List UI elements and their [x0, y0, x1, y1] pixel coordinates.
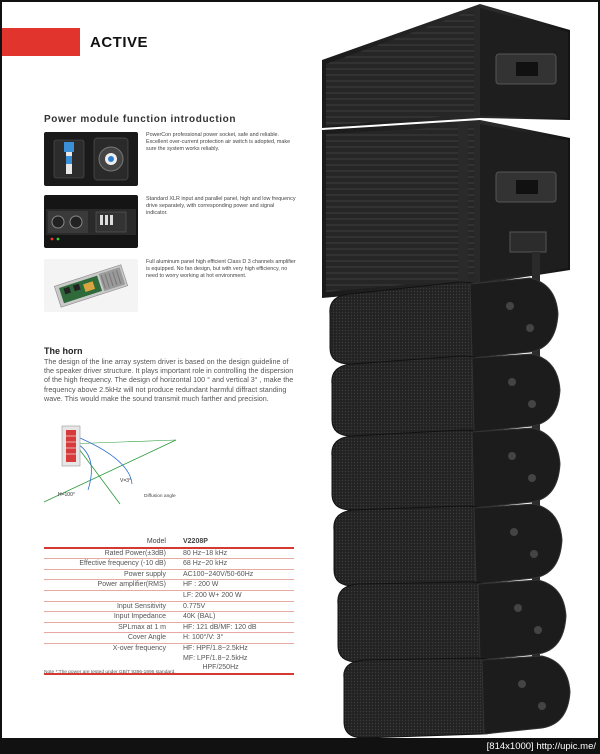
diagram-caption: Diffusion angle — [144, 494, 176, 499]
amplifier-board-photo — [44, 259, 138, 312]
watermark: [814x1000] http://upic.me/ — [482, 740, 600, 754]
xlr-panel-photo — [44, 195, 138, 248]
subwoofer-cabinet — [322, 4, 570, 128]
spec-divider — [44, 672, 294, 675]
page-title: ACTIVE — [90, 34, 149, 51]
spec-row: X-over frequency HF: HPF/1.8~2.5kHz — [44, 644, 294, 654]
spec-value: 40K (BAL) — [183, 613, 216, 621]
spec-label: Model — [146, 538, 166, 545]
horizontal-angle-label: H=100° — [58, 492, 75, 498]
spec-value: LF: 200 W+ 200 W — [183, 591, 242, 599]
line-array-module — [337, 579, 567, 663]
spec-label: SPLmax at 1 m — [118, 623, 166, 631]
spec-row: SPLmax at 1 m HF: 121 dB/MF: 120 dB — [44, 623, 294, 634]
line-array-module — [331, 353, 561, 437]
spec-value: MF: LPF/1.8~2.5kHz — [183, 654, 248, 662]
spec-value: HPF/250Hz — [183, 664, 239, 672]
spec-label: X-over frequency — [112, 644, 166, 652]
spec-value: HF: 121 dB/MF: 120 dB — [183, 623, 257, 631]
spec-label: Power supply — [123, 570, 166, 578]
spec-value: HF : 200 W — [183, 581, 219, 589]
spec-label: Power amplifier(RMS) — [97, 581, 166, 589]
spec-row: MF: LPF/1.8~2.5kHz — [44, 654, 294, 664]
spec-row: Input Sensitivity 0.775V — [44, 602, 294, 613]
spec-value: 0.775V — [183, 602, 206, 610]
spec-label: Effective frequency (-10 dB) — [79, 560, 166, 568]
feature-powercon-text: PowerCon professional power socket, safe… — [146, 132, 291, 152]
line-array-module — [329, 277, 559, 365]
horn-title: The horn — [44, 346, 83, 356]
spec-row: Rated Power(±3dB) 80 Hz~18 kHz — [44, 549, 294, 560]
feature-amplifier-text: Full aluminum panel high efficient Class… — [146, 259, 296, 279]
spec-value: 80 Hz~18 kHz — [183, 549, 228, 557]
spec-label: Input Impedance — [113, 613, 166, 621]
spec-value: HF: HPF/1.8~2.5kHz — [183, 644, 248, 652]
spec-row: LF: 200 W+ 200 W — [44, 591, 294, 602]
spec-value: H: 100°/V: 3° — [183, 634, 224, 642]
spec-row: Effective frequency (-10 dB) 68 Hz~20 kHz — [44, 559, 294, 570]
spec-value: AC100~240V/50-60Hz — [183, 570, 254, 578]
spec-row: Cover Angle H: 100°/V: 3° — [44, 633, 294, 644]
subwoofer-cabinet — [322, 120, 570, 298]
line-array-module — [331, 427, 561, 511]
diffusion-angle-diagram: H=100° V=3° — [40, 420, 180, 511]
spec-label: Rated Power(±3dB) — [104, 549, 166, 557]
header-accent-bar — [2, 28, 80, 56]
spec-note: Note *:The power are tested under GB/T 9… — [44, 670, 176, 675]
line-array-module — [343, 655, 571, 738]
spec-row: Input Impedance 40K (BAL) — [44, 612, 294, 623]
spec-divider — [44, 546, 294, 549]
spec-value: 68 Hz~20 kHz — [183, 560, 228, 568]
spec-row: Power supply AC100~240V/50-60Hz — [44, 570, 294, 581]
spec-table: Model V2208P Rated Power(±3dB) 80 Hz~18 k… — [44, 537, 294, 675]
horn-description: The design of the line array system driv… — [44, 357, 294, 403]
spec-value: V2208P — [183, 538, 208, 545]
line-array-speaker-image — [320, 2, 598, 738]
power-module-title: Power module function introduction — [44, 114, 237, 125]
spec-label: Input Sensitivity — [116, 602, 166, 610]
spec-label: Cover Angle — [127, 634, 166, 642]
feature-xlr-text: Standard XLR input and parallel panel, h… — [146, 196, 296, 216]
spec-header-row: Model V2208P — [44, 537, 294, 547]
spec-row: HPF/250Hz — [44, 663, 294, 673]
line-array-module — [333, 503, 563, 587]
spec-row: Power amplifier(RMS) HF : 200 W — [44, 580, 294, 591]
brochure-page: ACTIVE Power module function introductio… — [2, 2, 598, 738]
powercon-socket-photo — [44, 132, 138, 186]
vertical-angle-label: V=3° — [120, 478, 131, 484]
